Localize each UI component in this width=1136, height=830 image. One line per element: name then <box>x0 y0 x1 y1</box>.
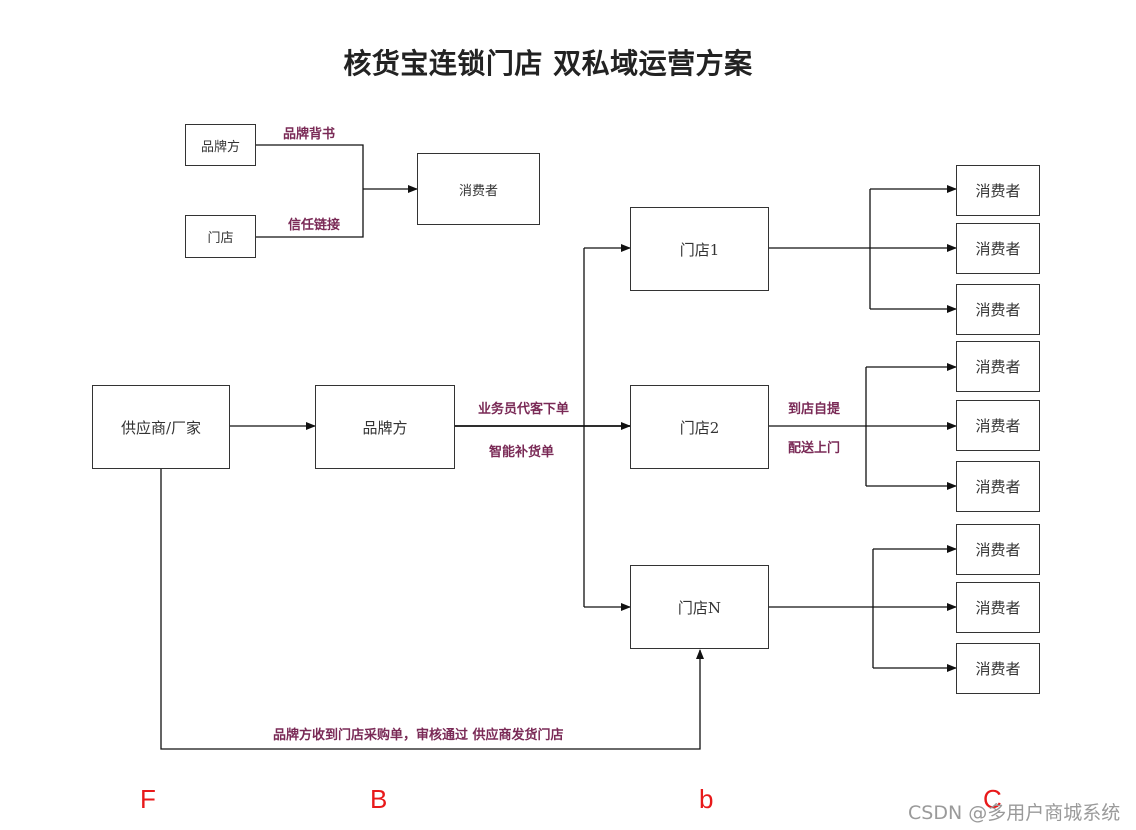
consumer-box: 消费者 <box>956 400 1040 451</box>
legend-brand-box: 品牌方 <box>185 124 256 166</box>
label-salesman-order: 业务员代客下单 <box>478 402 570 417</box>
marker-c: C <box>983 784 1002 814</box>
consumer-box: 消费者 <box>956 165 1040 216</box>
legend-store-box: 门店 <box>185 215 256 258</box>
label-brand-endorsement: 品牌背书 <box>283 127 336 142</box>
store-2-box: 门店2 <box>630 385 769 469</box>
consumer-box: 消费者 <box>956 461 1040 512</box>
store-1-box: 门店1 <box>630 207 769 291</box>
supplier-box: 供应商/厂家 <box>92 385 230 469</box>
marker-b-lower: b <box>699 784 714 814</box>
label-store-pickup: 到店自提 <box>788 402 841 417</box>
page-title: 核货宝连锁门店 双私域运营方案 <box>343 47 753 80</box>
consumer-box: 消费者 <box>956 341 1040 392</box>
label-purchase-flow: 品牌方收到门店采购单，审核通过 供应商发货门店 <box>273 728 564 743</box>
consumer-box: 消费者 <box>956 223 1040 274</box>
watermark: CSDN @多用户商城系统 <box>908 802 1121 824</box>
marker-b-upper: B <box>370 784 388 814</box>
legend-consumer-box: 消费者 <box>417 153 540 225</box>
consumer-box: 消费者 <box>956 524 1040 575</box>
label-home-delivery: 配送上门 <box>788 441 841 456</box>
consumer-box: 消费者 <box>956 284 1040 335</box>
store-n-box: 门店N <box>630 565 769 649</box>
label-trust-link: 信任链接 <box>288 218 341 233</box>
label-smart-restock: 智能补货单 <box>489 445 555 460</box>
consumer-box: 消费者 <box>956 582 1040 633</box>
marker-f: F <box>140 784 156 814</box>
brand-box: 品牌方 <box>315 385 455 469</box>
consumer-box: 消费者 <box>956 643 1040 694</box>
